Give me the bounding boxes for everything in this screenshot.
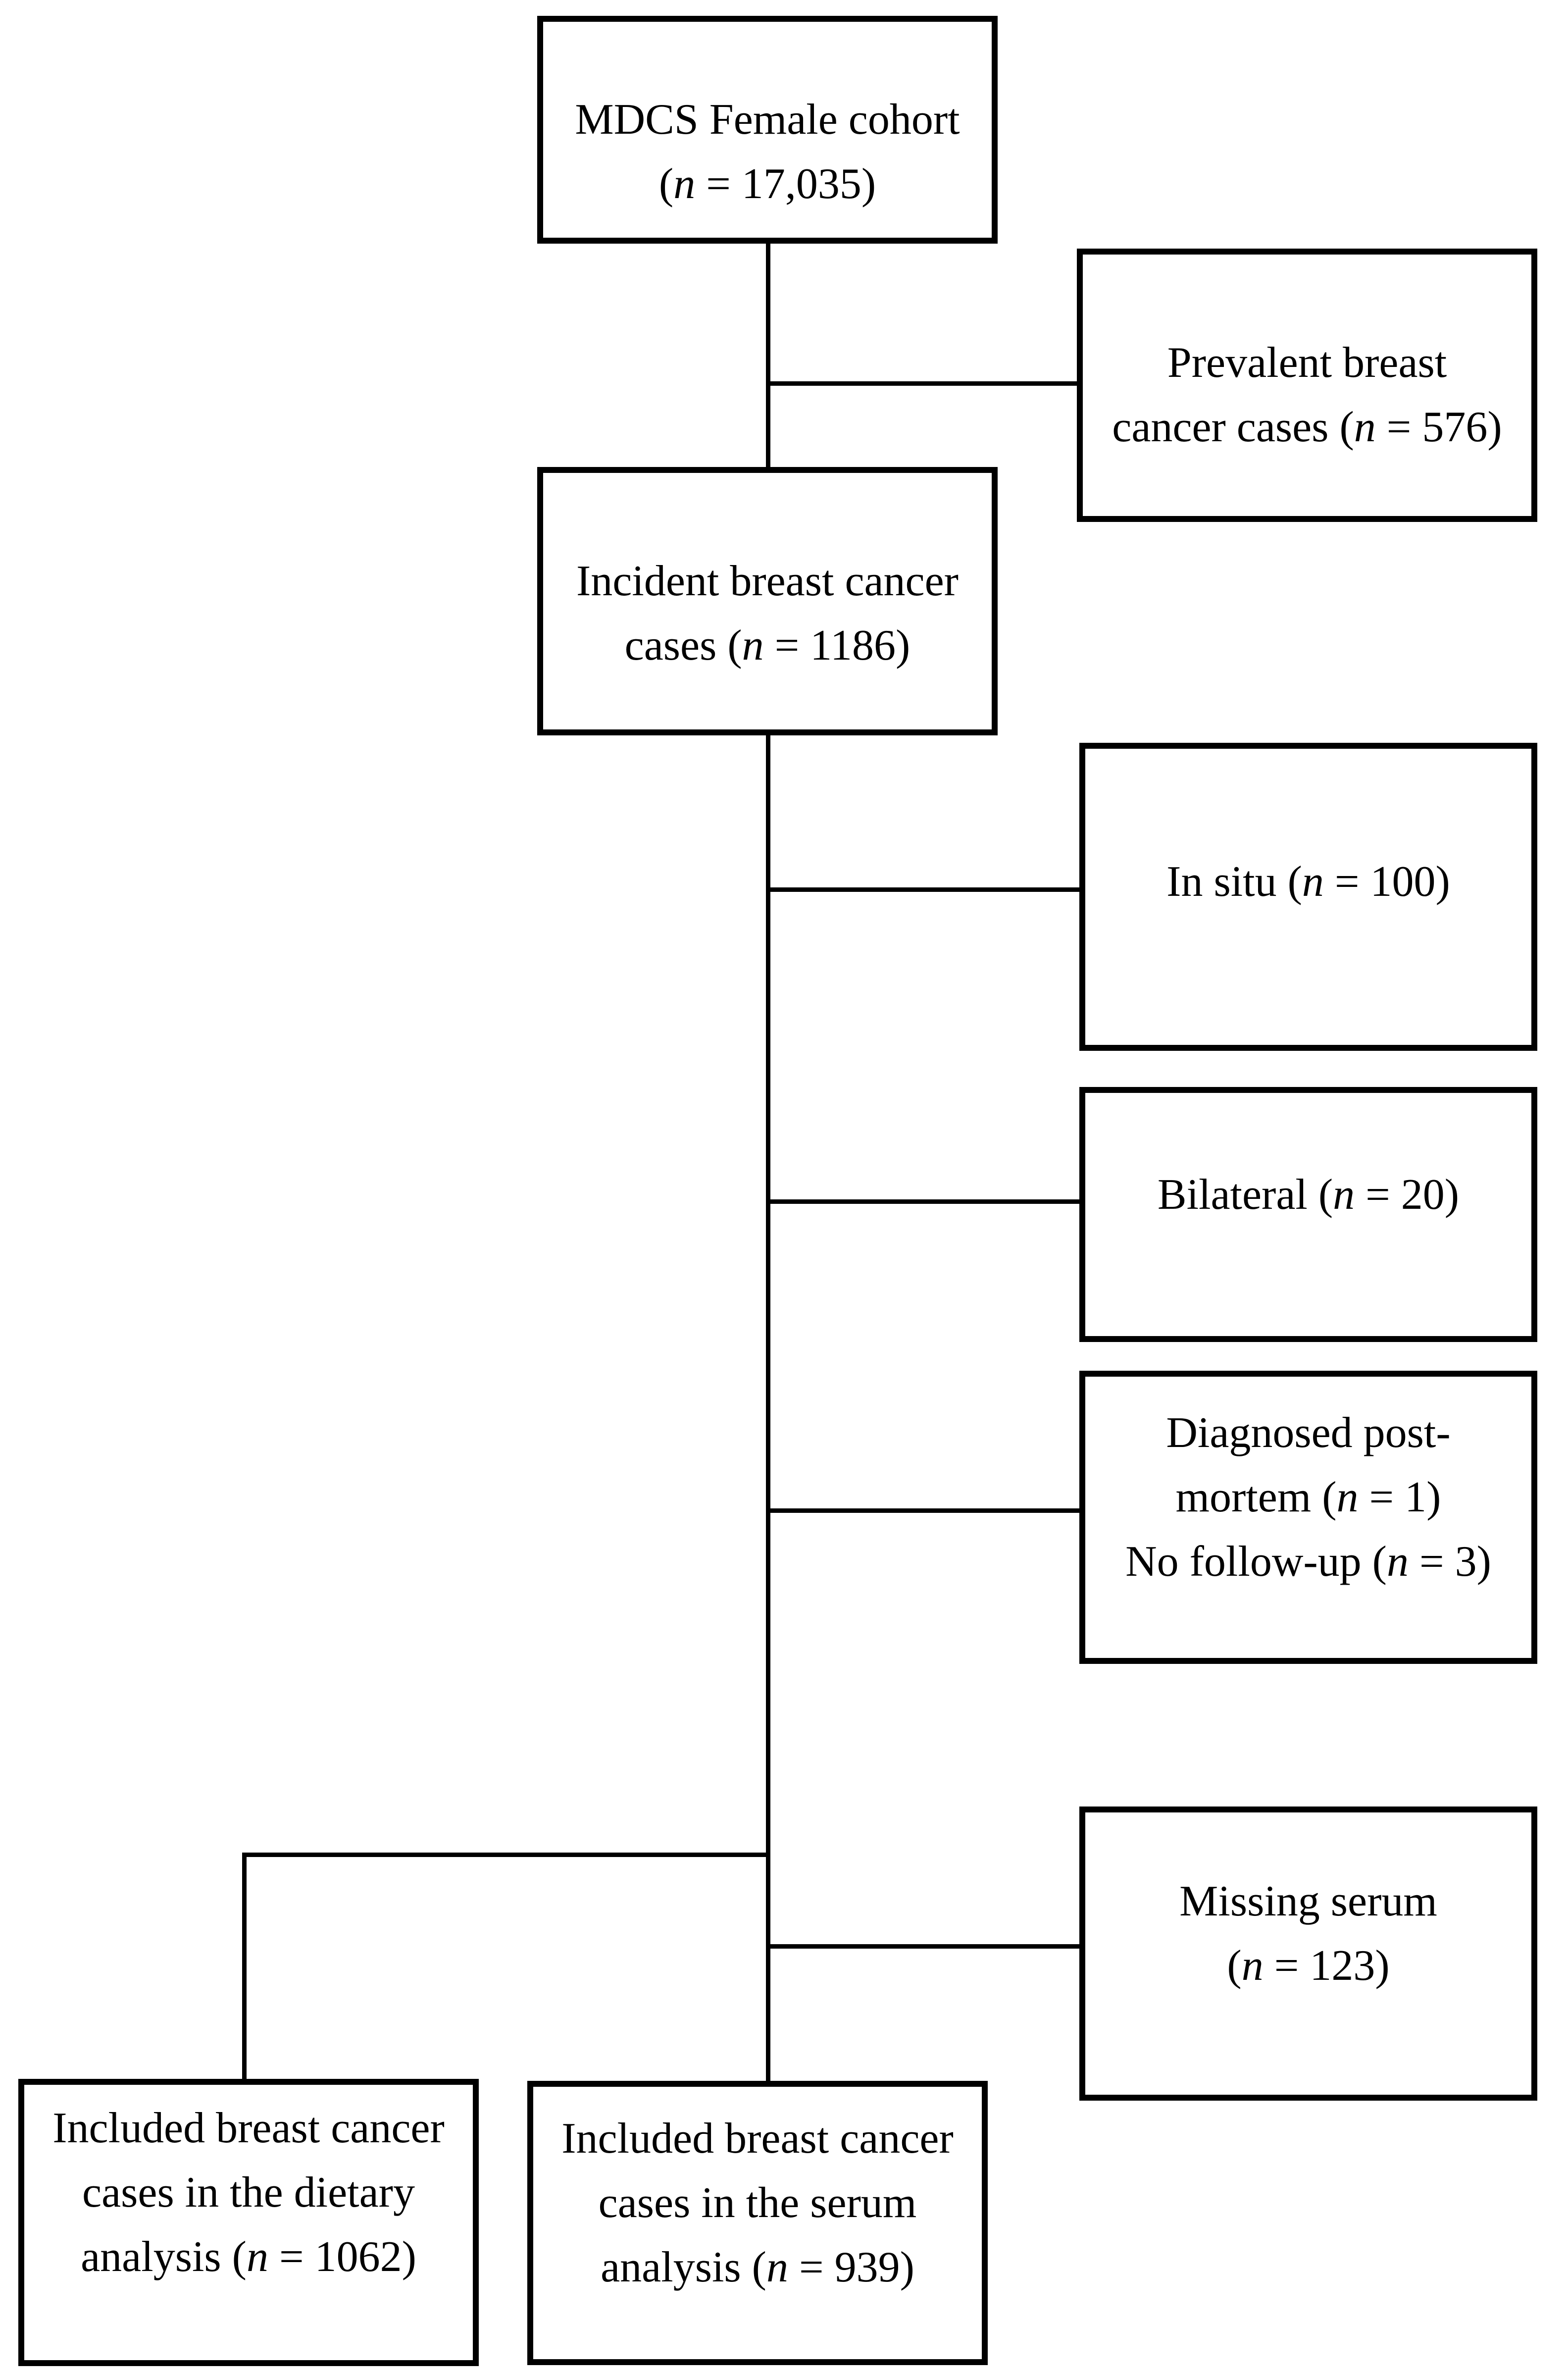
- node-line: Bilateral (n = 20): [1157, 1170, 1460, 1219]
- node-incident-breast-cancer: Incident breast cancer cases (n = 1186): [537, 467, 998, 735]
- node-in-situ: In situ (n = 100): [1079, 743, 1537, 1051]
- connector-branch-postmortem: [768, 1508, 1079, 1513]
- node-line: analysis (n = 939): [601, 2243, 914, 2291]
- node-text: Missing serum (n = 123): [1085, 1869, 1531, 1998]
- node-postmortem-no-followup: Diagnosed post- mortem (n = 1) No follow…: [1079, 1371, 1537, 1664]
- node-line: cases (n = 1186): [624, 621, 910, 670]
- node-mdcs-female-cohort: MDCS Female cohort (n = 17,035): [537, 16, 998, 244]
- node-line: MDCS Female cohort: [575, 96, 960, 144]
- node-line: Incident breast cancer: [576, 557, 959, 605]
- connector-branch-dietary-horizontal: [242, 1853, 770, 1857]
- node-line: (n = 123): [1227, 1942, 1390, 1990]
- node-line: Missing serum: [1179, 1877, 1437, 1925]
- connector-branch-dietary-vertical: [242, 1853, 247, 2081]
- node-text: Diagnosed post- mortem (n = 1) No follow…: [1085, 1401, 1531, 1594]
- connector-main-vertical: [766, 242, 770, 2082]
- connector-branch-prevalent: [768, 381, 1077, 386]
- node-line: Included breast cancer: [561, 2115, 954, 2163]
- node-text: Included breast cancer cases in the seru…: [533, 2107, 982, 2300]
- node-line: Prevalent breast: [1167, 339, 1447, 387]
- node-line: (n = 17,035): [658, 160, 876, 208]
- node-included-serum-analysis: Included breast cancer cases in the seru…: [527, 2081, 988, 2365]
- connector-branch-missing-serum: [768, 1944, 1079, 1949]
- node-line: mortem (n = 1): [1175, 1473, 1441, 1521]
- node-missing-serum: Missing serum (n = 123): [1079, 1807, 1537, 2101]
- node-line: analysis (n = 1062): [81, 2233, 416, 2281]
- node-text: Bilateral (n = 20): [1085, 1163, 1531, 1227]
- node-line: Included breast cancer: [52, 2104, 445, 2152]
- node-included-dietary-analysis: Included breast cancer cases in the diet…: [18, 2079, 479, 2366]
- node-line: cases in the serum: [598, 2179, 917, 2227]
- node-bilateral: Bilateral (n = 20): [1079, 1087, 1537, 1342]
- node-line: cases in the dietary: [82, 2168, 415, 2217]
- node-line: Diagnosed post-: [1166, 1409, 1451, 1457]
- connector-branch-bilateral: [768, 1199, 1079, 1204]
- node-text: Included breast cancer cases in the diet…: [24, 2096, 473, 2289]
- node-text: MDCS Female cohort (n = 17,035): [543, 88, 992, 216]
- node-line: No follow-up (n = 3): [1125, 1538, 1491, 1586]
- node-line: In situ (n = 100): [1166, 858, 1450, 906]
- connector-branch-in-situ: [768, 887, 1079, 892]
- node-prevalent-breast-cancer: Prevalent breast cancer cases (n = 576): [1077, 249, 1537, 522]
- node-line: cancer cases (n = 576): [1112, 403, 1502, 451]
- node-text: Incident breast cancer cases (n = 1186): [543, 549, 992, 678]
- node-text: In situ (n = 100): [1085, 850, 1531, 914]
- node-text: Prevalent breast cancer cases (n = 576): [1083, 331, 1531, 460]
